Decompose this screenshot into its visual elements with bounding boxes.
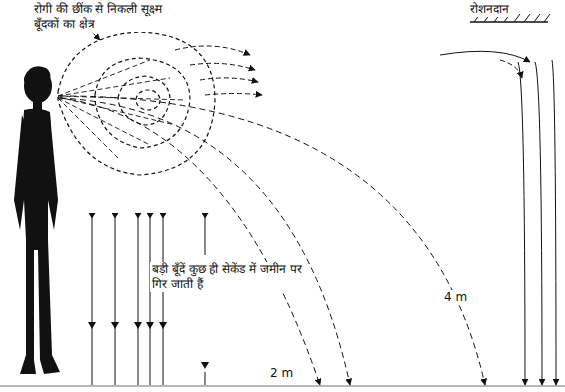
ventilator-label: रोशनदान bbox=[468, 2, 511, 17]
dimension-label: 2 m bbox=[268, 366, 295, 381]
dimension-label: 4 m bbox=[442, 290, 469, 305]
note-text: बड़ी बूँदें कुछ ही सेकेंड में जमीन पर गि… bbox=[150, 262, 304, 292]
falling-drops bbox=[92, 215, 205, 385]
spray-lines bbox=[58, 60, 185, 160]
drop-marks bbox=[88, 322, 209, 385]
ground-line bbox=[0, 386, 565, 387]
escaping-droplet-arrows bbox=[175, 46, 262, 95]
droplet-cloud bbox=[58, 32, 215, 175]
airflow-arrows bbox=[440, 51, 556, 385]
droplet-trajectories bbox=[60, 96, 485, 385]
region-label: रोगी की छींक से निकली सूक्ष्म बूँदकों का… bbox=[32, 2, 186, 32]
person-silhouette bbox=[14, 66, 60, 374]
